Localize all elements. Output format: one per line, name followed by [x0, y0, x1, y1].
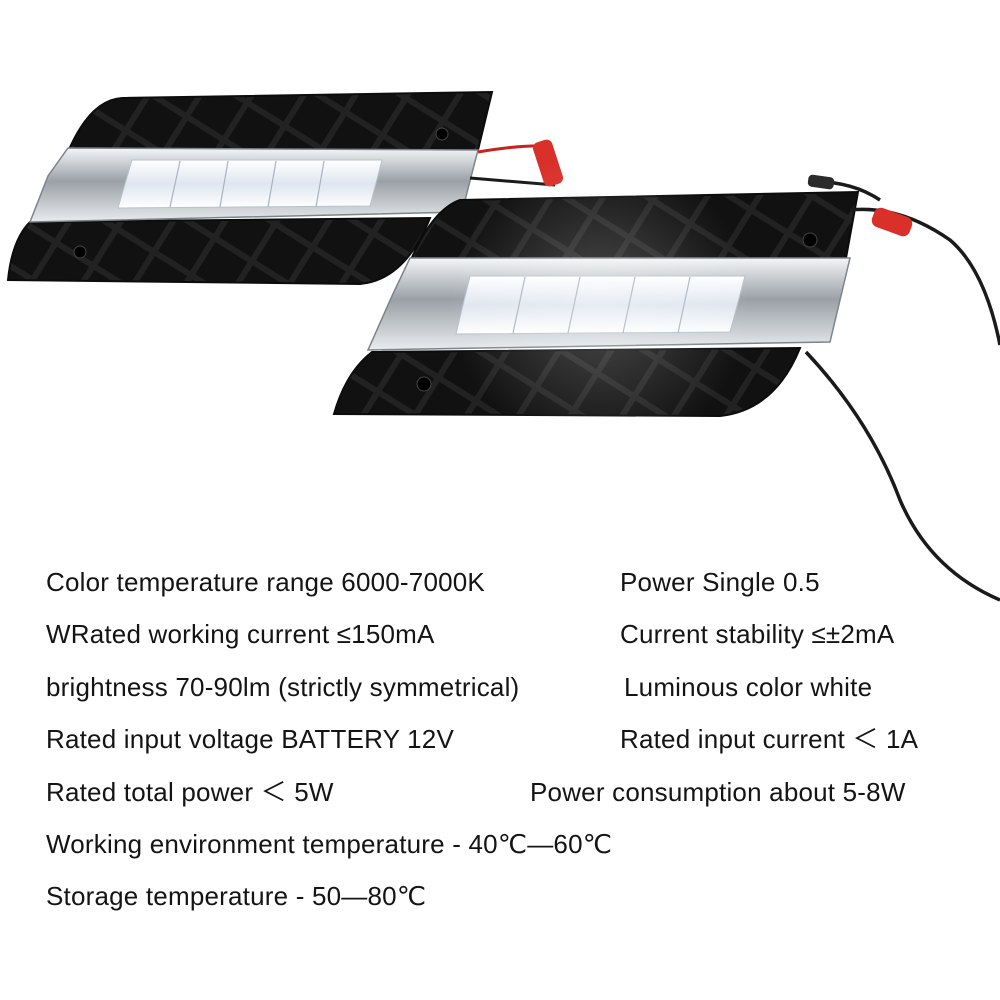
right-wire-clip [871, 207, 913, 237]
right-mount-hole-top [802, 232, 818, 248]
left-led-strip [117, 159, 383, 209]
spec-working-env-temp: Working environment temperature - 40℃—60… [46, 829, 613, 859]
spec-working-current: WRated working current ≤150mA [46, 619, 435, 649]
left-grille-lower [6, 216, 432, 286]
left-grille-upper [66, 90, 494, 154]
right-drl-unit [332, 154, 860, 454]
right-mount-hole-bottom [416, 376, 432, 392]
spec-storage-temp: Storage temperature - 50—80℃ [46, 881, 427, 911]
spec-total-power: Rated total power ＜ 5W [46, 777, 334, 807]
spec-current-stability: Current stability ≤±2mA [620, 619, 895, 649]
left-mount-hole-bottom [73, 245, 87, 259]
spec-power-consumption: Power consumption about 5-8W [530, 777, 906, 807]
right-led-glow [450, 154, 750, 454]
left-led-dividers [169, 160, 325, 208]
right-wire-clip-2 [807, 174, 835, 190]
left-drl-unit [6, 90, 494, 286]
spec-luminous-color: Luminous color white [624, 672, 873, 702]
left-mount-hole-top [435, 127, 449, 141]
spec-input-current: Rated input current ＜ 1A [620, 724, 919, 754]
spec-power-single: Power Single 0.5 [620, 567, 820, 597]
spec-input-voltage: Rated input voltage BATTERY 12V [46, 724, 454, 754]
spec-brightness: brightness 70-90lm (strictly symmetrical… [46, 672, 520, 702]
spec-color-temperature: Color temperature range 6000-7000K [46, 567, 485, 597]
